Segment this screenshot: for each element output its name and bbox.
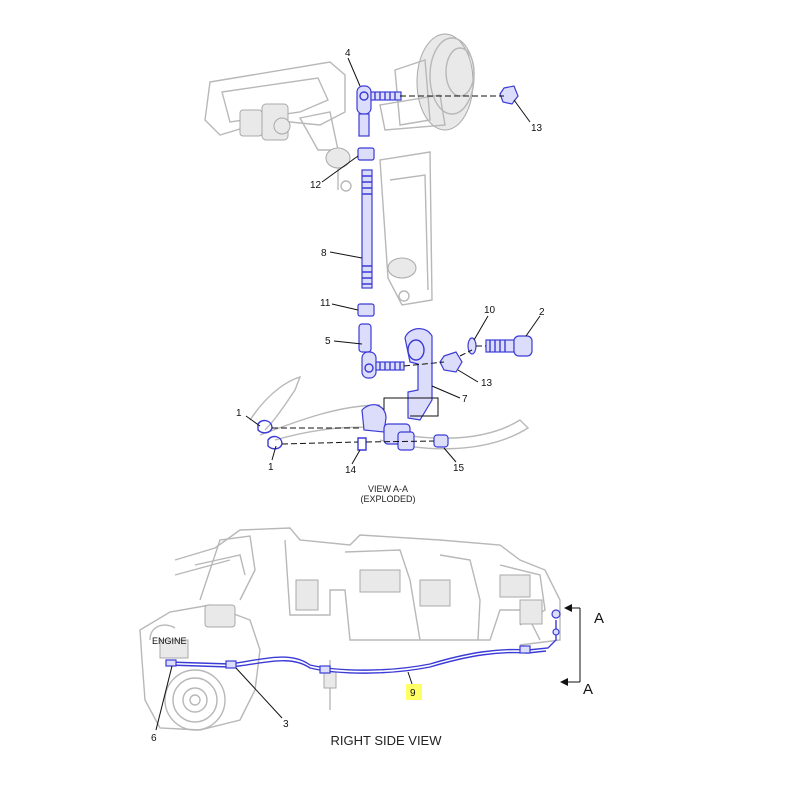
- callout-14: 14: [345, 465, 357, 476]
- clevis: [361, 404, 387, 433]
- view-caption-line2: (EXPLODED): [360, 494, 415, 504]
- arrow-left-top-icon: [564, 604, 572, 612]
- callout-4: 4: [345, 48, 351, 59]
- callout-7: 7: [462, 394, 468, 405]
- cotter-pin-1a: [257, 419, 273, 434]
- assembly-lines: [272, 95, 504, 445]
- rod-end-part-5: [358, 323, 372, 353]
- side-leader-lines: [155, 665, 413, 731]
- callout-8: 8: [321, 248, 327, 259]
- lever-part-7: [404, 328, 433, 421]
- callout-15: 15: [453, 463, 465, 474]
- side-view: A A 9 6 3 ENGINE RIGHT SIDE VIEW: [139, 527, 604, 748]
- view-caption-line1: VIEW A-A: [368, 484, 408, 494]
- cotter-pin-1b: [267, 435, 283, 450]
- engine-label: ENGINE: [152, 636, 187, 646]
- chassis-outline: [139, 527, 561, 731]
- callout-13-lower: 13: [481, 378, 493, 389]
- exploded-callouts: 4 13 12 8 11 10 2 5 13 7 1 1 14 15: [236, 48, 545, 476]
- callout-5: 5: [325, 336, 331, 347]
- rod-end-shank: [358, 113, 370, 137]
- callout-1-upper: 1: [236, 408, 242, 419]
- throttle-cable-part-9: [165, 609, 561, 674]
- nut-part-12: [357, 147, 375, 161]
- callout-12: 12: [310, 180, 322, 191]
- nut-part-11: [357, 303, 375, 317]
- section-label-bottom: A: [583, 681, 593, 698]
- pin-part-15: [433, 434, 449, 448]
- section-marker: A A: [560, 604, 604, 698]
- side-view-title: RIGHT SIDE VIEW: [331, 733, 443, 748]
- rod-part-8: [361, 169, 373, 289]
- callout-11: 11: [320, 298, 331, 309]
- section-label-top: A: [594, 610, 604, 627]
- callout-9: 9: [410, 688, 416, 699]
- background-bracket: [204, 33, 530, 450]
- callout-9-highlight: [406, 684, 422, 700]
- pin-part-14: [357, 437, 367, 451]
- arrow-left-bottom-icon: [560, 678, 568, 686]
- callout-10: 10: [484, 305, 496, 316]
- callout-3: 3: [283, 719, 289, 730]
- callout-6: 6: [151, 733, 157, 744]
- exploded-view: 4 13 12 8 11 10 2 5 13 7 1 1 14 15 VIEW …: [204, 33, 545, 504]
- callout-13-upper: 13: [531, 123, 543, 134]
- callout-2: 2: [539, 307, 545, 318]
- leader-lines: [245, 57, 541, 465]
- callout-1-lower: 1: [268, 462, 274, 473]
- nut-part-13-upper: [499, 85, 519, 105]
